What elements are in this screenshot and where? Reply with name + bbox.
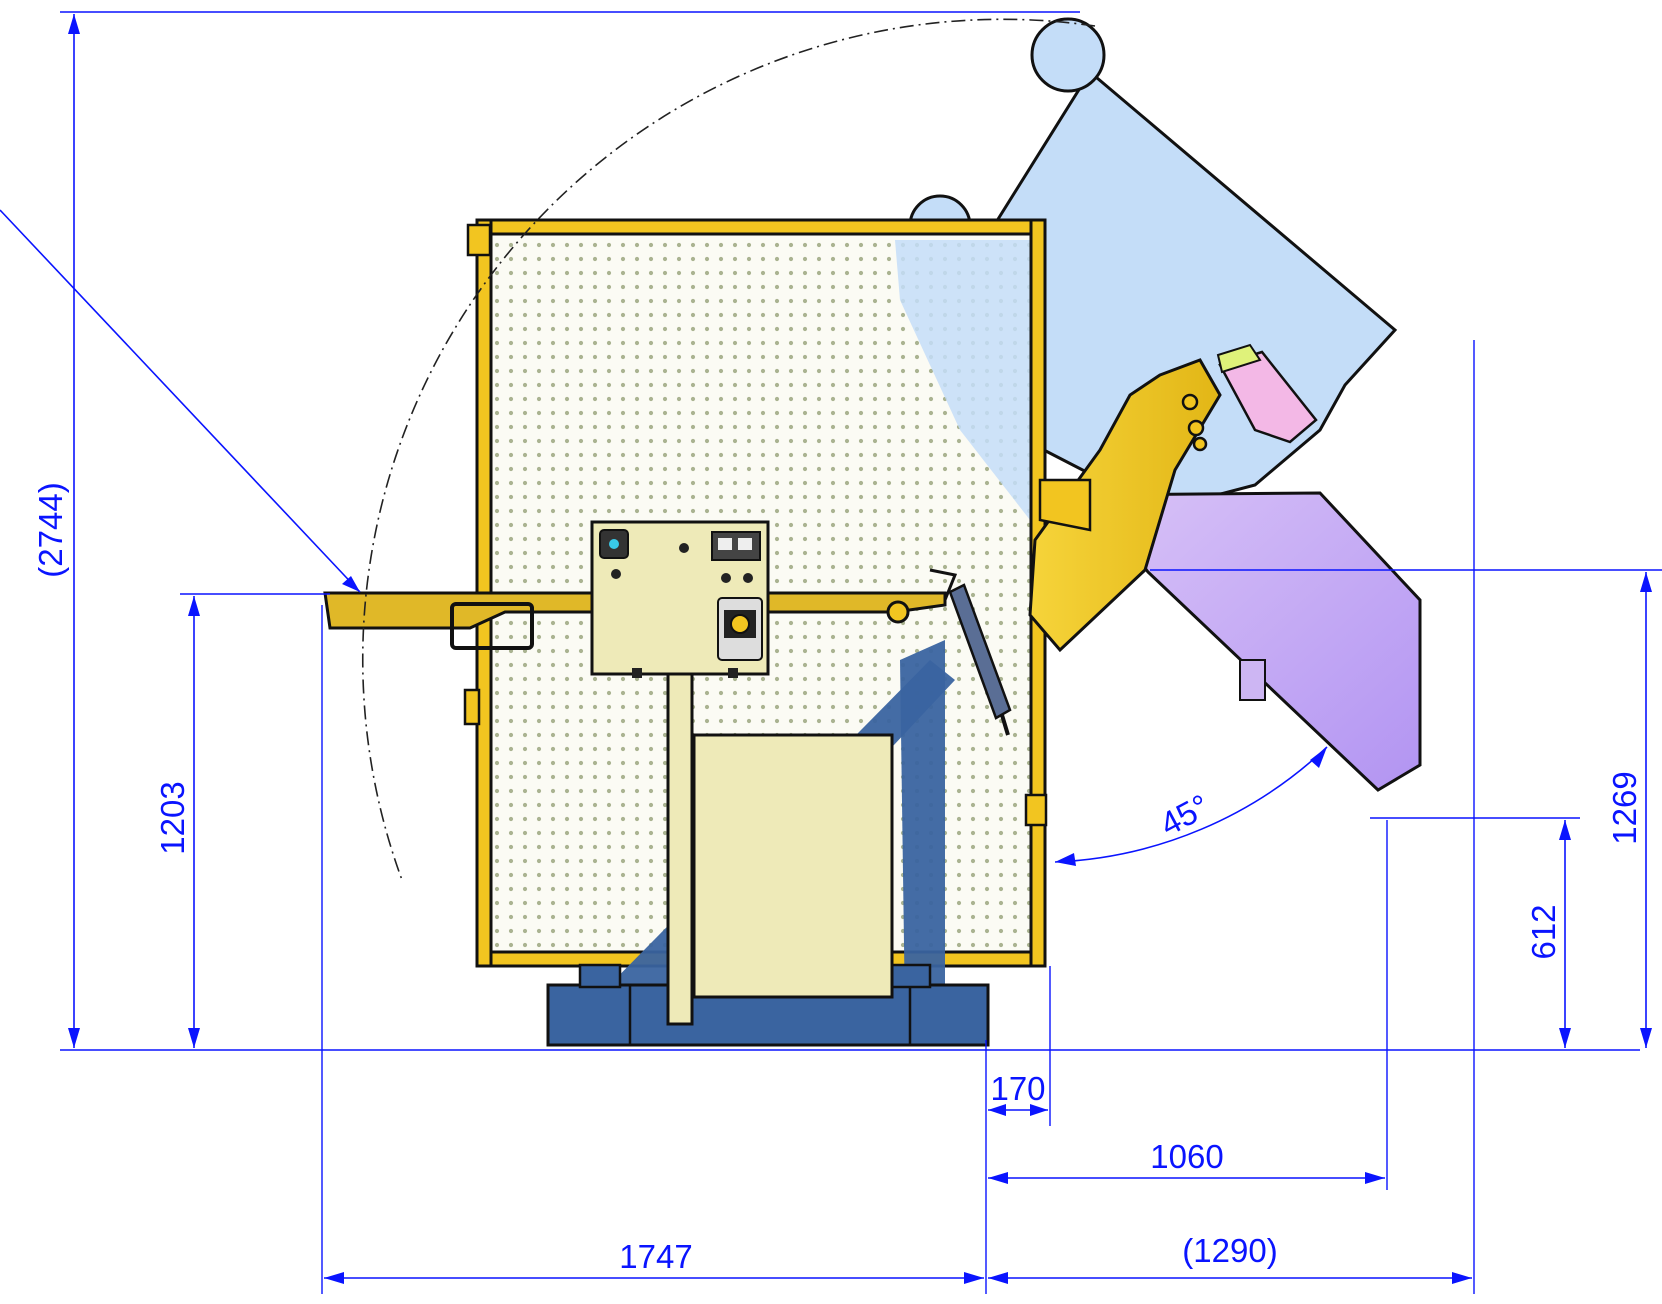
discharge-chute <box>1087 491 1422 792</box>
dim-tilt-angle: 45° <box>1154 787 1215 843</box>
dim-platform-height: 1203 <box>154 781 191 854</box>
tipping-arm <box>1028 358 1222 653</box>
dim-discharge-height: 1269 <box>1606 771 1643 844</box>
rotation-sweep-arc <box>361 18 1096 881</box>
dimension-lines <box>0 11 1662 1294</box>
hydraulic-cylinder <box>948 583 1012 736</box>
dim-depth-1747: 1747 <box>619 1238 692 1275</box>
dim-offset-170: 170 <box>990 1070 1045 1107</box>
dim-reach-1060: 1060 <box>1150 1138 1223 1175</box>
dim-overall-height: (2744) <box>32 482 69 577</box>
dim-lip-height: 612 <box>1525 904 1562 959</box>
platform-roller <box>886 600 910 624</box>
bin-wheel-top <box>1030 17 1106 93</box>
dim-reach-1290: (1290) <box>1182 1232 1277 1269</box>
bin-clamp <box>1216 343 1318 444</box>
control-box <box>590 520 770 678</box>
control-post-and-cabinet <box>666 672 894 1026</box>
